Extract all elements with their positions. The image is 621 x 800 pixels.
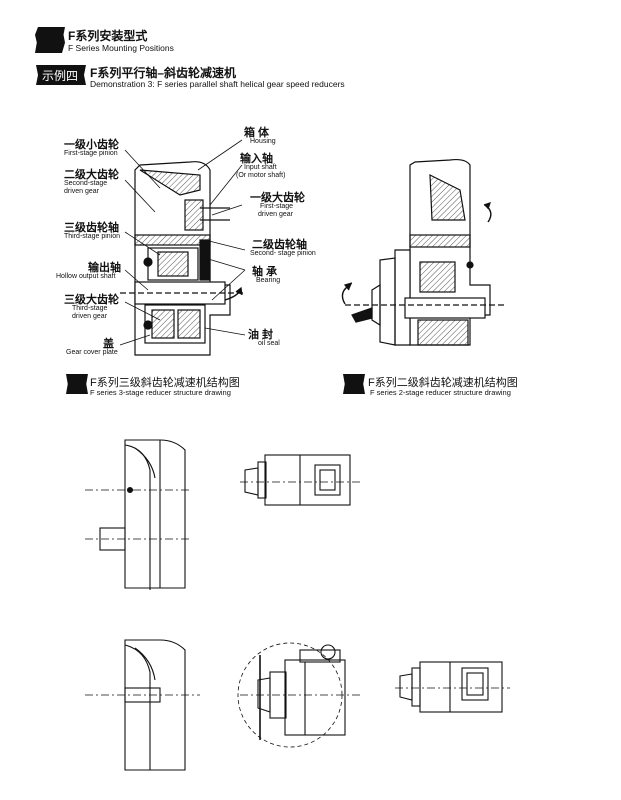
- label-input-shaft-en2: (Or motor shaft): [236, 172, 286, 179]
- page-title: F系列安装型式: [68, 29, 148, 43]
- label-first-stage-pinion: 一级小齿轮: [64, 139, 119, 151]
- label-output-shaft-en: Hollow output shaft: [56, 273, 116, 280]
- label-oil-seal: 油 封: [248, 329, 274, 341]
- mounting-view-top-right: [240, 454, 360, 506]
- label-input-shaft: 输入轴: [240, 153, 273, 165]
- two-stage-section-drawing: [341, 158, 505, 346]
- label-first-stage-driven-en1: First-stage: [260, 203, 294, 210]
- leader-lines-left: [119, 139, 246, 346]
- caption-mark-two-stage: [343, 374, 365, 394]
- label-housing-en: Housing: [250, 138, 276, 145]
- caption-three-stage: F系列三级斜齿轮减速机结构图: [90, 377, 240, 389]
- label-first-stage-driven: 一级大齿轮: [250, 192, 305, 204]
- label-second-stage-pinion: 二级齿轮轴: [252, 239, 307, 251]
- label-first-stage-pinion-en: First-stage pinion: [64, 150, 118, 157]
- mounting-view-bottom-middle: [237, 642, 360, 748]
- label-second-stage-driven: 二级大齿轮: [64, 169, 119, 181]
- caption-mark-three-stage: [66, 374, 88, 394]
- caption-two-stage-en: F series 2-stage reducer structure drawi…: [370, 388, 511, 397]
- label-third-stage-driven-en2: driven gear: [72, 313, 108, 320]
- label-oil-seal-en: oil seal: [258, 340, 280, 347]
- label-second-stage-driven-en1: Second-stage: [64, 180, 108, 187]
- label-second-stage-driven-en2: driven gear: [64, 188, 100, 195]
- caption-three-stage-en: F series 3-stage reducer structure drawi…: [90, 388, 231, 397]
- header-brush-mark: [35, 27, 65, 53]
- label-third-stage-pinion-en: Third-stage pinion: [64, 233, 121, 240]
- label-cover: 盖: [103, 338, 114, 350]
- example-badge: [36, 65, 86, 85]
- label-output-shaft: 输出轴: [88, 262, 121, 274]
- label-input-shaft-en1: Input shaft: [244, 164, 277, 171]
- label-second-stage-pinion-en: Second- stage pinion: [250, 250, 316, 257]
- mounting-view-bottom-right: [395, 661, 510, 713]
- label-third-stage-driven-en1: Third-stage: [72, 305, 108, 312]
- example-badge-label: 示例四: [42, 69, 79, 83]
- example-subtitle: Demonstration 3: F series parallel shaft…: [90, 79, 345, 89]
- mounting-view-bottom-left: [85, 639, 200, 771]
- label-bearing: 轴 承: [252, 266, 278, 278]
- label-housing: 箱 体: [244, 127, 270, 139]
- label-third-stage-driven: 三级大齿轮: [64, 294, 119, 306]
- page-subtitle: F Series Mounting Positions: [68, 43, 174, 53]
- label-first-stage-driven-en2: driven gear: [258, 211, 294, 218]
- label-bearing-en: Bearing: [256, 277, 281, 284]
- example-title: F系列平行轴–斜齿轮减速机: [90, 66, 237, 80]
- label-cover-en: Gear cover plate: [66, 349, 118, 356]
- three-stage-section-drawing: [120, 161, 245, 356]
- label-third-stage-pinion: 三级齿轮轴: [64, 222, 119, 234]
- caption-two-stage: F系列二级斜齿轮减速机结构图: [368, 377, 518, 389]
- mounting-view-top-left: [85, 439, 190, 590]
